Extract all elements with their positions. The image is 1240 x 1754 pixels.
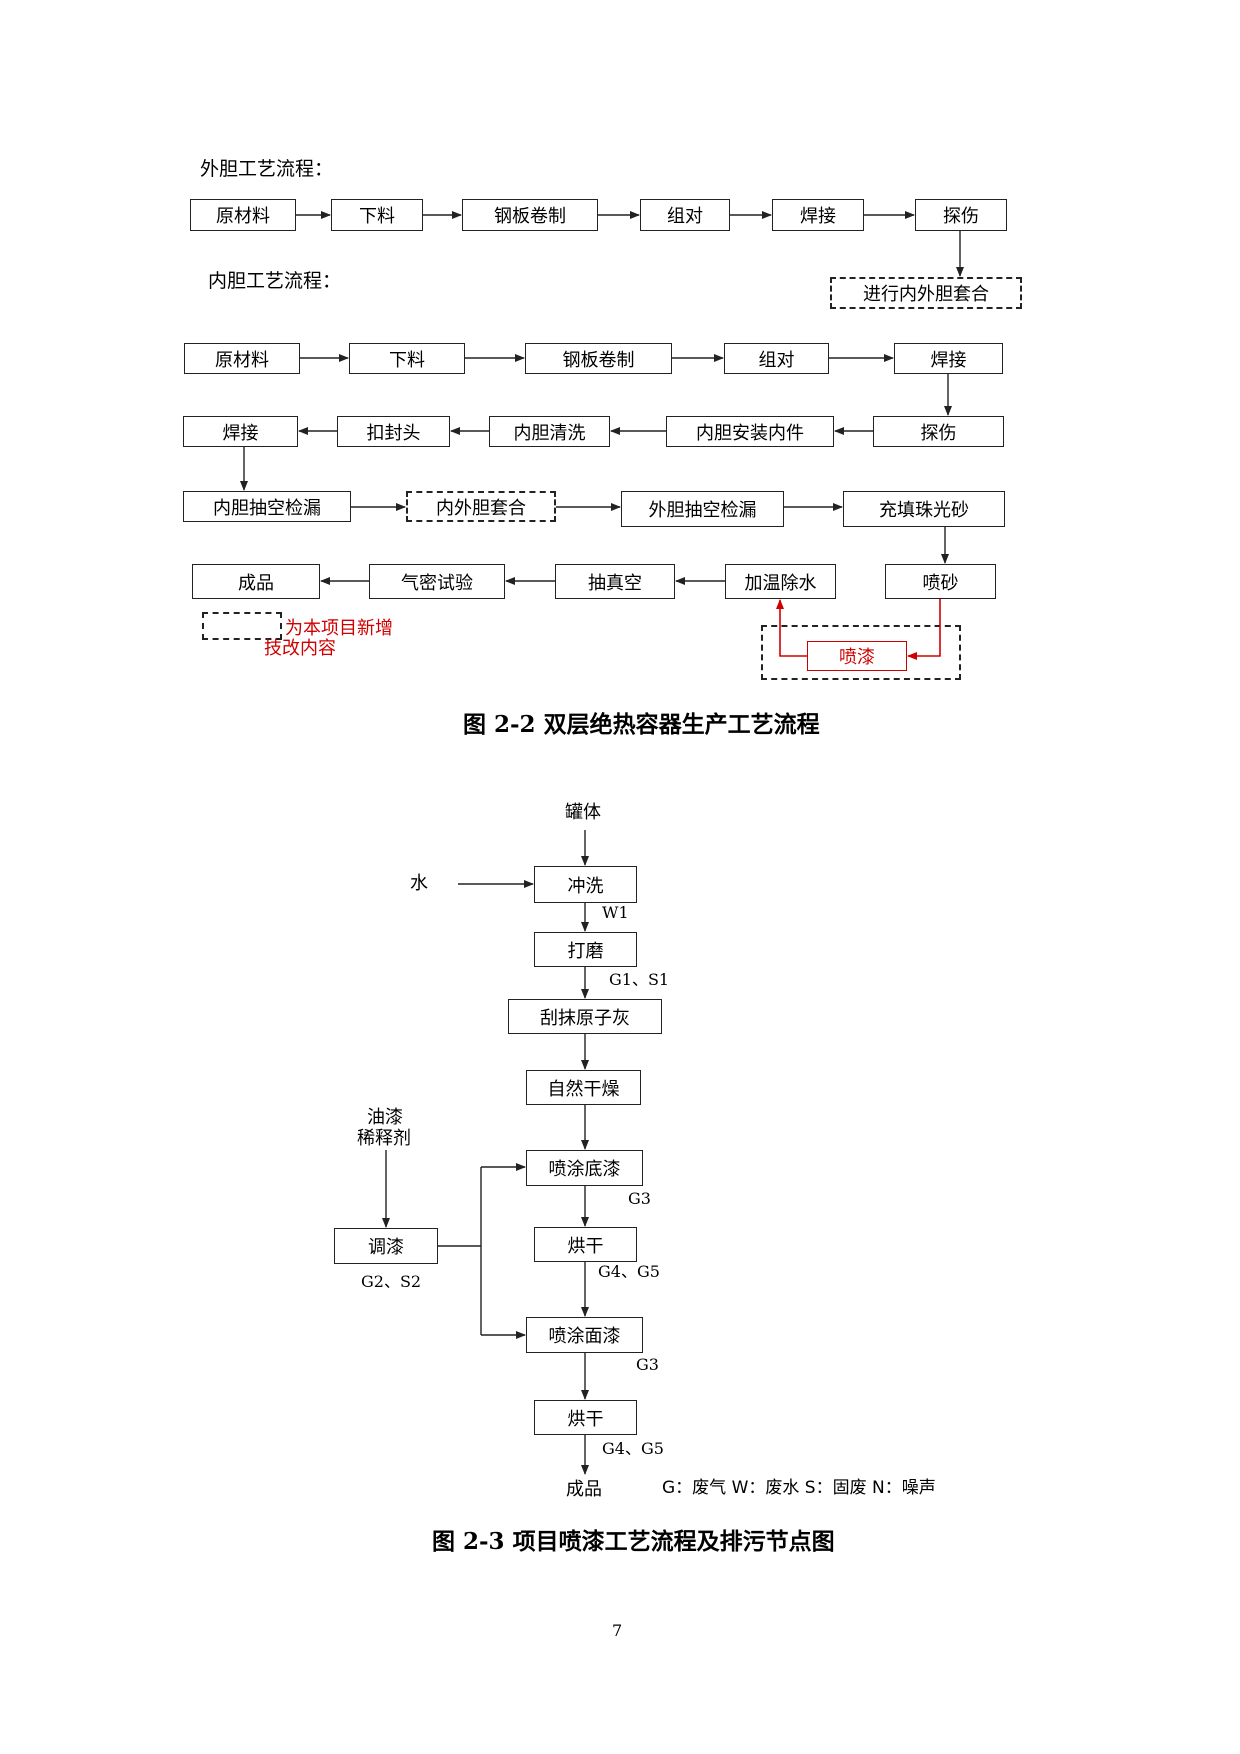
- sand-blasting: 喷砂: [885, 564, 996, 599]
- outer-step-assembly: 组对: [640, 199, 730, 231]
- outer-shell-vacuum-leak-test: 外胆抽空检漏: [621, 491, 784, 527]
- pearlite-filling: 充填珠光砂: [843, 491, 1005, 527]
- emission-mix: G2、S2: [361, 1272, 422, 1291]
- input-tank: 罐体: [565, 802, 601, 823]
- outer-step-welding: 焊接: [772, 199, 864, 231]
- legend-text-line2: 技改内容: [264, 638, 336, 659]
- vacuuming: 抽真空: [555, 564, 675, 599]
- step-grinding: 打磨: [534, 932, 637, 967]
- emission-legend: G：废气 W：废水 S：固废 N：噪声: [662, 1478, 936, 1498]
- step-topcoat-spray: 喷涂面漆: [526, 1317, 643, 1353]
- outer-step-plate-rolling: 钢板卷制: [462, 199, 598, 231]
- inner-step-assembly: 组对: [724, 343, 829, 374]
- arrow-sandblast-to-paint: [907, 599, 941, 660]
- outer-step-shell-nesting: 进行内外胆套合: [830, 277, 1022, 309]
- outer-process-title: 外胆工艺流程：: [200, 158, 334, 180]
- heating-dewatering: 加温除水: [725, 564, 836, 599]
- finished-product: 成品: [192, 564, 320, 599]
- airtightness-test: 气密试验: [369, 564, 505, 599]
- inner-step-welding: 焊接: [894, 343, 1003, 374]
- inner-step-inspection: 探伤: [873, 416, 1004, 447]
- emission-w1: W1: [602, 903, 629, 922]
- step-putty: 刮抹原子灰: [508, 999, 662, 1034]
- outer-step-raw-material: 原材料: [190, 199, 296, 231]
- input-thinner: 稀释剂: [357, 1128, 411, 1149]
- emission-dry1: G4、G5: [598, 1262, 660, 1281]
- inner-step-raw-material: 原材料: [184, 343, 300, 374]
- arrow-paint-to-dewater: [776, 599, 807, 657]
- outer-step-inspection: 探伤: [915, 199, 1007, 231]
- inner-step-cleaning: 内胆清洗: [489, 416, 610, 447]
- emission-topcoat-g3: G3: [636, 1355, 659, 1374]
- inner-step-welding-2: 焊接: [183, 416, 298, 447]
- inner-step-shell-nesting: 内外胆套合: [406, 491, 556, 522]
- input-water: 水: [410, 873, 428, 894]
- inner-step-plate-rolling: 钢板卷制: [525, 343, 672, 374]
- inner-step-vacuum-leak-test: 内胆抽空检漏: [183, 491, 351, 522]
- legend-dashed-box: [202, 612, 282, 640]
- emission-primer-g3: G3: [628, 1189, 651, 1208]
- inner-step-head-capping: 扣封头: [337, 416, 450, 447]
- output-finished: 成品: [566, 1479, 602, 1500]
- emission-dry2: G4、G5: [602, 1439, 664, 1458]
- outer-step-blanking: 下料: [331, 199, 423, 231]
- legend-text-line1: 为本项目新增: [285, 618, 393, 639]
- step-baking-1: 烘干: [534, 1227, 637, 1262]
- step-natural-drying: 自然干燥: [526, 1070, 641, 1105]
- page-number: 7: [612, 1621, 623, 1640]
- step-primer-spray: 喷涂底漆: [526, 1150, 643, 1186]
- painting-step: 喷漆: [807, 641, 907, 671]
- figure-2-2-caption: 图 2-2 双层绝热容器生产工艺流程: [463, 711, 820, 738]
- step-paint-mixing: 调漆: [334, 1228, 438, 1264]
- input-paint: 油漆: [367, 1107, 403, 1128]
- inner-step-blanking: 下料: [349, 343, 465, 374]
- step-baking-2: 烘干: [534, 1400, 637, 1435]
- inner-step-install-internals: 内胆安装内件: [666, 416, 834, 447]
- step-washing: 冲洗: [534, 866, 637, 903]
- inner-process-title: 内胆工艺流程：: [208, 270, 342, 292]
- figure-2-3-caption: 图 2-3 项目喷漆工艺流程及排污节点图: [432, 1528, 835, 1555]
- emission-g1-s1: G1、S1: [609, 970, 670, 989]
